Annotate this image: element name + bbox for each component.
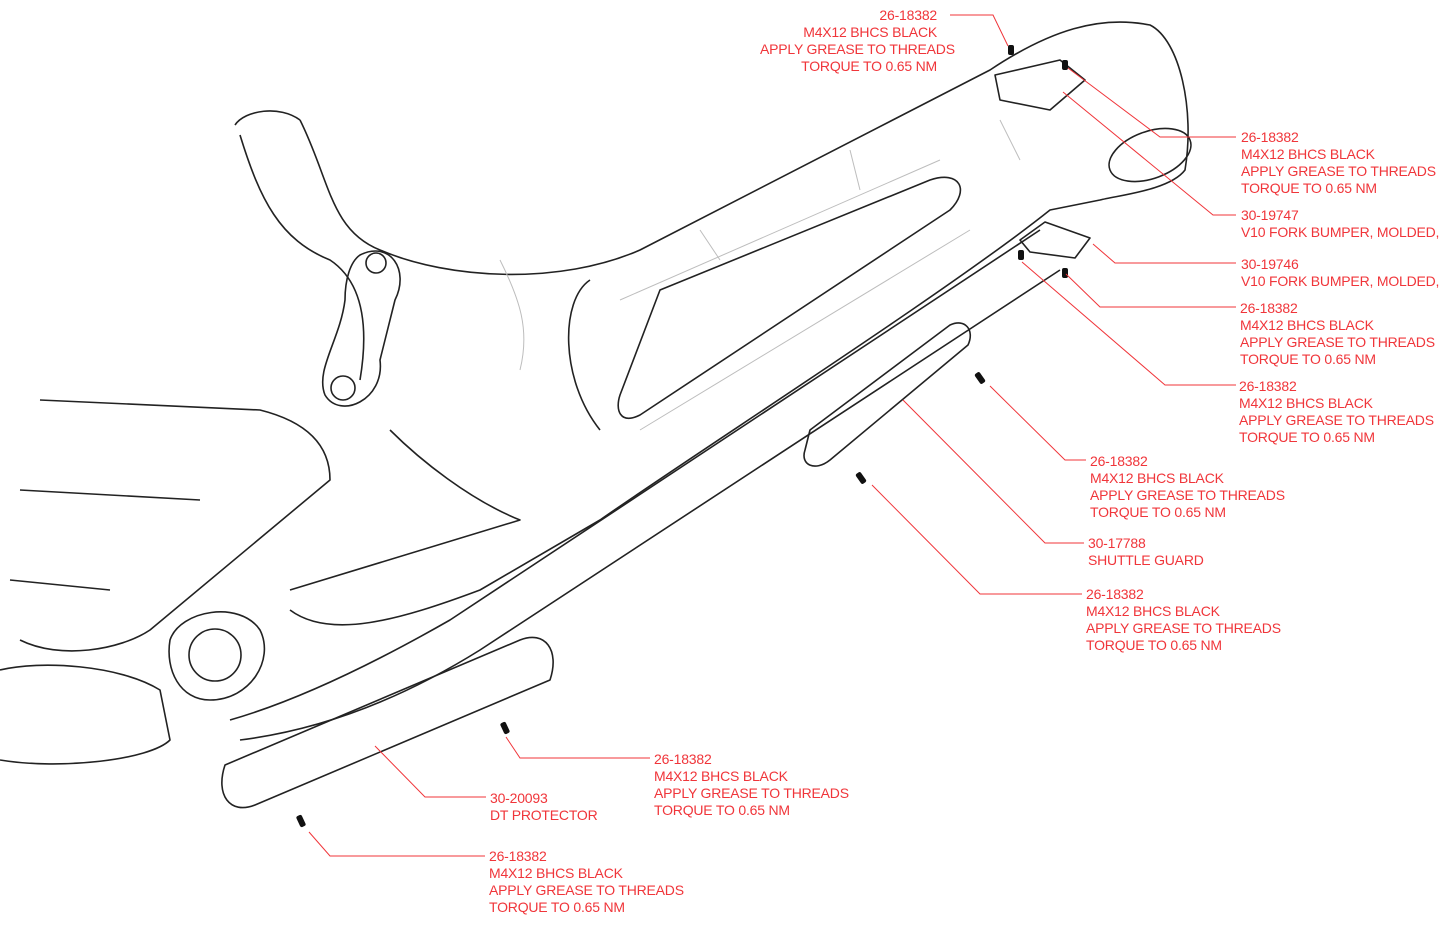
part-number: 26-18382 [654,751,712,767]
pivot [330,375,356,401]
callout-line: APPLY GREASE TO THREADS [654,785,849,801]
callout-fork-bumper-lh: 30-19746 V10 FORK BUMPER, MOLDED, LH [1241,256,1440,290]
callout-line: TORQUE TO 0.65 NM [654,802,790,818]
callout-line: TORQUE TO 0.65 NM [1239,429,1375,445]
leader-lines [308,14,1236,857]
bb-shell [168,611,266,701]
part-number: 26-18382 [1239,378,1297,394]
callout-bolt-headtube: 26-18382 M4X12 BHCS BLACK APPLY GREASE T… [1241,129,1436,197]
top-tube [289,21,1189,626]
callout-line: M4X12 BHCS BLACK [1090,470,1224,486]
fork-bumper-rh [1019,221,1091,259]
callout-line: M4X12 BHCS BLACK [803,24,937,40]
callout-line: APPLY GREASE TO THREADS [1239,412,1434,428]
part-number: 26-18382 [1240,300,1298,316]
part-number: 30-19746 [1241,256,1299,272]
callout-line: M4X12 BHCS BLACK [654,768,788,784]
seat-tube [234,110,365,381]
callout-shuttle-guard: 30-17788 SHUTTLE GUARD [1088,535,1204,569]
part-number: 26-18382 [879,7,937,23]
callout-line: V10 FORK BUMPER, MOLDED, LH [1241,273,1440,289]
callout-line: APPLY GREASE TO THREADS [760,41,955,57]
callout-bolt-top: 26-18382 M4X12 BHCS BLACK APPLY GREASE T… [760,7,955,75]
down-tube [229,229,1061,741]
fork-bumper-top [994,59,1086,111]
part-number: 26-18382 [1241,129,1299,145]
callout-bolt-dt-2: 26-18382 M4X12 BHCS BLACK APPLY GREASE T… [489,848,684,916]
part-number: 30-17788 [1088,535,1146,551]
bb-bore [188,628,242,682]
callout-line: TORQUE TO 0.65 NM [1090,504,1226,520]
callout-line: TORQUE TO 0.65 NM [801,58,937,74]
callout-line: V10 FORK BUMPER, MOLDED, RH [1241,224,1440,240]
part-number: 26-18382 [1090,453,1148,469]
callout-line: M4X12 BHCS BLACK [1241,146,1375,162]
part-number: 26-18382 [489,848,547,864]
callout-bolt-bumper-1: 26-18382 M4X12 BHCS BLACK APPLY GREASE T… [1240,300,1435,368]
callout-line: APPLY GREASE TO THREADS [1241,163,1436,179]
callout-line: M4X12 BHCS BLACK [1086,603,1220,619]
callout-line: TORQUE TO 0.65 NM [1086,637,1222,653]
callout-line: M4X12 BHCS BLACK [1239,395,1373,411]
part-number: 30-20093 [490,790,548,806]
part-number: 26-18382 [1086,586,1144,602]
pivot [365,252,387,274]
callout-line: APPLY GREASE TO THREADS [1240,334,1435,350]
frame-window [617,176,962,419]
part-number: 30-19747 [1241,207,1299,223]
callout-line: APPLY GREASE TO THREADS [489,882,684,898]
rocker-link [321,250,401,407]
shuttle-guard [803,322,972,467]
callout-line: TORQUE TO 0.65 NM [489,899,625,915]
bolts [296,45,1068,828]
head-tube-opening [1108,127,1192,183]
callout-line: SHUTTLE GUARD [1088,552,1204,568]
callout-bolt-shuttle-2: 26-18382 M4X12 BHCS BLACK APPLY GREASE T… [1086,586,1281,654]
rear-end [0,664,171,765]
callout-line: APPLY GREASE TO THREADS [1090,487,1285,503]
callout-line: M4X12 BHCS BLACK [1240,317,1374,333]
callout-line: APPLY GREASE TO THREADS [1086,620,1281,636]
callout-line: TORQUE TO 0.65 NM [1241,180,1377,196]
callout-fork-bumper-rh: 30-19747 V10 FORK BUMPER, MOLDED, RH [1241,207,1440,241]
rear-stays [9,399,331,652]
callout-bolt-bumper-2: 26-18382 M4X12 BHCS BLACK APPLY GREASE T… [1239,378,1434,446]
callout-bolt-dt-1: 26-18382 M4X12 BHCS BLACK APPLY GREASE T… [654,751,849,819]
callout-bolt-shuttle-1: 26-18382 M4X12 BHCS BLACK APPLY GREASE T… [1090,453,1285,521]
callout-line: M4X12 BHCS BLACK [489,865,623,881]
callout-dt-protector: 30-20093 DT PROTECTOR [490,790,598,824]
dt-protector [221,636,554,809]
callout-line: TORQUE TO 0.65 NM [1240,351,1376,367]
callout-line: DT PROTECTOR [490,807,598,823]
frame-window-2 [289,279,601,591]
